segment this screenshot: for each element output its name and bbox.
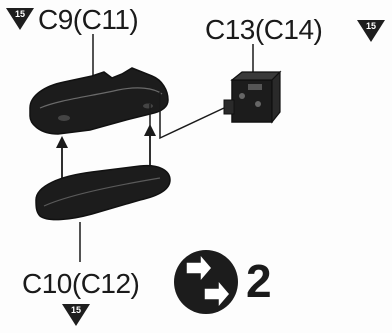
triangle-badge-icon bbox=[62, 304, 90, 326]
badge-number: 15 bbox=[14, 9, 25, 19]
cable-line bbox=[159, 92, 225, 140]
step-reference-badge-top-right: 15 bbox=[357, 20, 385, 42]
part-label-top-right: C13(C14) bbox=[205, 14, 323, 45]
part-label-top-left: C9(C11) bbox=[38, 4, 139, 35]
repeat-step-icon bbox=[174, 250, 238, 314]
triangle-badge-icon bbox=[357, 20, 385, 42]
step-reference-badge-bottom: 15 bbox=[62, 304, 90, 326]
badge-number: 15 bbox=[70, 305, 81, 315]
badge-number: 15 bbox=[365, 21, 376, 31]
assembly-arrow-right bbox=[144, 124, 156, 170]
lower-plate-part bbox=[35, 164, 171, 221]
part-label-bottom: C10(C12) bbox=[22, 268, 140, 299]
upper-plate-part bbox=[29, 67, 169, 135]
connector-block-part bbox=[223, 70, 282, 124]
triangle-badge-icon bbox=[6, 8, 34, 30]
step-reference-badge-top-left: 15 bbox=[6, 8, 34, 30]
repeat-count: 2 bbox=[246, 255, 272, 307]
